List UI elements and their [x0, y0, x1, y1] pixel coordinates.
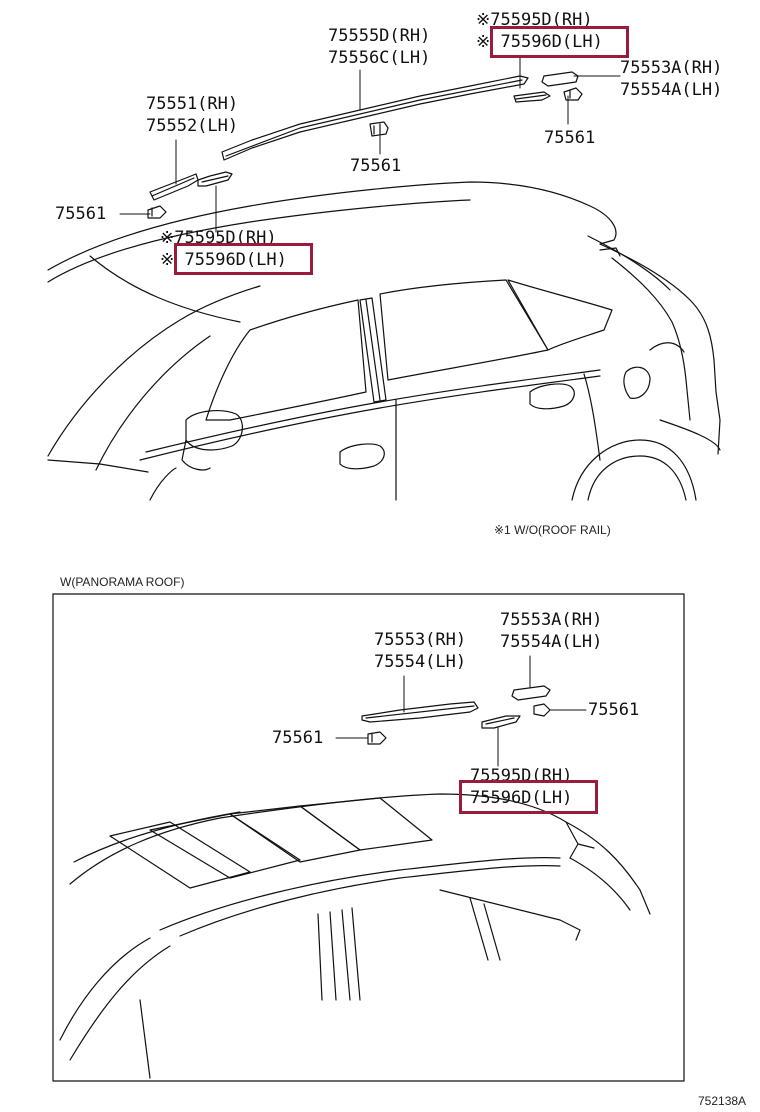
label-75561-top-right: 75561 [544, 128, 596, 148]
label-75596D-lh-left: ※ 75596D(LH) [160, 250, 287, 270]
clip-part-center [369, 121, 389, 137]
panorama-roof-panel-frame [52, 593, 685, 1082]
leader-lines-bottom [335, 655, 587, 767]
front-moulding-part [149, 173, 199, 201]
label-75556C-lh: 75556C(LH) [328, 48, 431, 68]
label-75554-lh: 75554(LH) [374, 652, 467, 672]
label-75596D-lh-top: ※ 75596D(LH) [476, 32, 603, 52]
label-75553A-rh-bottom: 75553A(RH) [500, 610, 603, 630]
clip-part-panorama-right [533, 703, 551, 717]
vehicle-roof-panorama-view [59, 793, 651, 1079]
label-75595D-rh-top: ※75595D(RH) [476, 10, 593, 30]
clip-part-panorama-left [367, 731, 387, 745]
part-number-text: 75596D(LH) [184, 250, 287, 270]
end-cap-part-top [541, 71, 579, 87]
label-75596D-lh-bottom: 75596D(LH) [470, 788, 573, 808]
rear-cover-part-top [513, 91, 551, 103]
footnote-mark: ※ [476, 32, 491, 52]
label-75553A-rh: 75553A(RH) [620, 58, 723, 78]
roof-drip-moulding-part [221, 75, 529, 161]
end-cap-part-panorama [511, 685, 551, 701]
leader-lines-top [119, 55, 621, 233]
panorama-roof-title: W(PANORAMA ROOF) [60, 575, 185, 589]
label-75553-rh: 75553(RH) [374, 630, 467, 650]
label-75561-bottom-right: 75561 [588, 700, 640, 720]
label-75561-bottom-left: 75561 [272, 728, 324, 748]
label-75555D-rh: 75555D(RH) [328, 26, 431, 46]
figure-id: 752138A [698, 1094, 747, 1108]
part-number-text: 75595D(RH) [490, 10, 593, 30]
roof-moulding-part-panorama [361, 701, 479, 723]
label-75552-lh: 75552(LH) [146, 116, 239, 136]
label-75554A-lh-bottom: 75554A(LH) [500, 632, 603, 652]
clip-part-right [563, 87, 583, 101]
clip-part-left [147, 205, 167, 219]
part-number-text: 75596D(LH) [500, 32, 603, 52]
label-75551-rh: 75551(RH) [146, 94, 239, 114]
highlight-box-bottom [459, 780, 598, 814]
label-75561-center: 75561 [350, 156, 402, 176]
footnote-mark: ※ [160, 250, 175, 270]
vehicle-body-side-view [47, 181, 721, 501]
footnote-roof-rail: ※1 W/O(ROOF RAIL) [494, 523, 611, 537]
label-75561-left: 75561 [55, 204, 107, 224]
rear-cover-part-left [197, 171, 233, 187]
footnote-mark: ※ [476, 10, 491, 30]
rear-cover-part-panorama [481, 715, 521, 729]
highlight-box-left [174, 243, 313, 275]
highlight-box-top [490, 26, 629, 58]
label-75554A-lh: 75554A(LH) [620, 80, 723, 100]
footnote-mark: ※ [160, 228, 175, 248]
